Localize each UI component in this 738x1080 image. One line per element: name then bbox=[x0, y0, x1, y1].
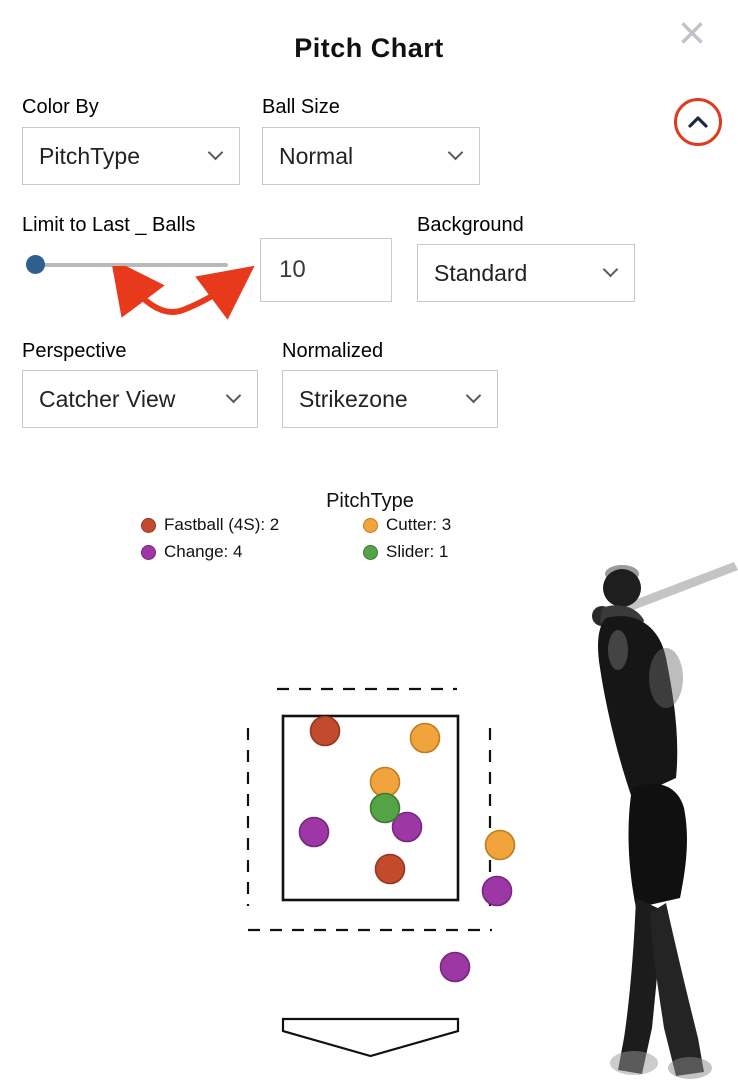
annotation-arrow bbox=[110, 266, 255, 320]
chevron-down-icon bbox=[602, 261, 619, 278]
pitch-points bbox=[298, 715, 516, 983]
legend-label: Change: 4 bbox=[164, 542, 243, 561]
color-by-value: PitchType bbox=[39, 142, 140, 169]
legend-item-change[interactable]: Change: 4 bbox=[141, 542, 363, 562]
batter-silhouette-image bbox=[592, 562, 738, 1079]
pitch-plot bbox=[246, 687, 516, 1058]
legend-item-fastball[interactable]: Fastball (4S): 2 bbox=[141, 515, 363, 535]
collapse-button[interactable] bbox=[674, 98, 722, 146]
ball-size-dropdown[interactable]: Normal bbox=[262, 127, 480, 185]
pitch-point bbox=[481, 875, 513, 907]
chevron-down-icon bbox=[207, 144, 224, 161]
pitch-point bbox=[391, 811, 423, 843]
normalized-value: Strikezone bbox=[299, 385, 408, 412]
pitch-point bbox=[439, 951, 471, 983]
legend-swatch bbox=[141, 517, 156, 533]
legend-item-cutter[interactable]: Cutter: 3 bbox=[363, 515, 451, 535]
pitch-point bbox=[369, 766, 401, 798]
color-by-dropdown[interactable]: PitchType bbox=[22, 127, 240, 185]
legend-swatch bbox=[363, 517, 378, 533]
ball-size-label: Ball Size bbox=[262, 96, 340, 118]
legend-swatch bbox=[141, 544, 156, 560]
chevron-up-icon bbox=[688, 116, 708, 128]
chevron-down-icon bbox=[447, 144, 464, 161]
strike-zone bbox=[281, 714, 460, 902]
pitch-point bbox=[309, 715, 341, 747]
chevron-down-icon bbox=[465, 387, 482, 404]
legend-item-slider[interactable]: Slider: 1 bbox=[363, 542, 451, 562]
background-dropdown[interactable]: Standard bbox=[417, 244, 635, 302]
limit-input[interactable] bbox=[260, 238, 392, 302]
pitch-point bbox=[298, 816, 330, 848]
pitch-point bbox=[484, 829, 516, 861]
normalized-dropdown[interactable]: Strikezone bbox=[282, 370, 498, 428]
background-value: Standard bbox=[434, 259, 528, 286]
limit-slider-track[interactable] bbox=[30, 263, 228, 267]
pitch-point bbox=[369, 792, 401, 824]
legend-title: PitchType bbox=[326, 490, 414, 512]
chevron-down-icon bbox=[225, 387, 242, 404]
pitch-point bbox=[374, 853, 406, 885]
perspective-dropdown[interactable]: Catcher View bbox=[22, 370, 258, 428]
normalized-label: Normalized bbox=[282, 340, 384, 362]
perspective-value: Catcher View bbox=[39, 385, 176, 412]
legend: Fastball (4S): 2 Cutter: 3 Change: 4 Sli… bbox=[141, 515, 451, 562]
home-plate bbox=[281, 1017, 460, 1058]
legend-label: Fastball (4S): 2 bbox=[164, 515, 280, 534]
limit-slider-thumb[interactable] bbox=[26, 255, 45, 274]
pitch-point bbox=[409, 722, 441, 754]
legend-label: Cutter: 3 bbox=[386, 515, 452, 534]
background-label: Background bbox=[417, 214, 524, 236]
perspective-label: Perspective bbox=[22, 340, 127, 362]
page-title: Pitch Chart bbox=[294, 33, 444, 63]
legend-swatch bbox=[363, 544, 378, 560]
close-icon[interactable]: × bbox=[678, 7, 707, 60]
legend-label: Slider: 1 bbox=[386, 542, 449, 561]
limit-slider-label: Limit to Last _ Balls bbox=[22, 214, 196, 236]
ball-size-value: Normal bbox=[279, 142, 354, 169]
color-by-label: Color By bbox=[22, 96, 99, 118]
